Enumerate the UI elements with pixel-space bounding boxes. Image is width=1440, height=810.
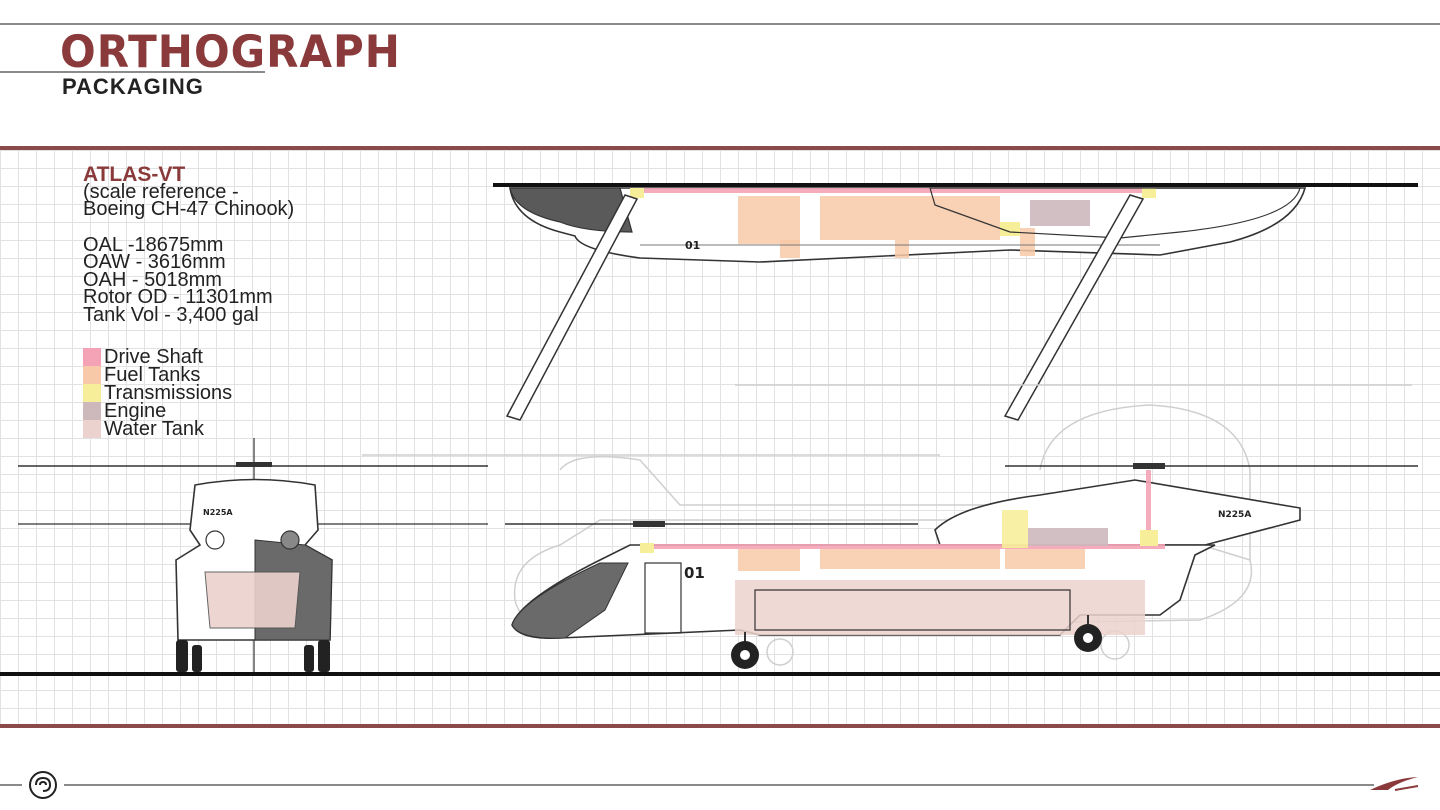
spec-oaw: OAW - 3616mm bbox=[83, 251, 226, 273]
legend-label: Fuel Tanks bbox=[104, 363, 201, 386]
scale-note-1: (scale reference - bbox=[83, 180, 239, 203]
side-view: 01 N225A bbox=[505, 463, 1418, 669]
page-subtitle: PACKAGING bbox=[62, 74, 204, 99]
legend-label: Transmissions bbox=[104, 381, 233, 404]
legend-item-transmissions: Transmissions bbox=[83, 381, 233, 404]
legend-label: Water Tank bbox=[104, 417, 205, 440]
legend-swatch bbox=[83, 420, 101, 438]
ground-line bbox=[0, 672, 1440, 676]
legend-item-engine: Engine bbox=[83, 399, 232, 422]
aircraft-name: ATLAS-VT bbox=[83, 163, 186, 186]
top-view: 01 bbox=[493, 183, 1418, 421]
footer-rule bbox=[64, 784, 1374, 786]
spec-block: ATLAS-VT (scale reference - Boeing CH-47… bbox=[83, 163, 295, 326]
spec-oal: OAL -18675mm bbox=[83, 233, 224, 256]
scale-note-2: Boeing CH-47 Chinook) bbox=[83, 198, 295, 220]
spec-tank-vol: Tank Vol - 3,400 gal bbox=[83, 303, 259, 326]
side-number: 01 bbox=[684, 564, 705, 582]
title-underline bbox=[0, 71, 265, 73]
legend-item-fuel-tanks: Fuel Tanks bbox=[83, 363, 232, 386]
legend-swatch bbox=[83, 384, 101, 402]
footer-rule-left bbox=[0, 784, 22, 786]
legend: Drive Shaft Fuel Tanks Transmissions Eng… bbox=[83, 345, 233, 440]
swoosh-logo-icon bbox=[1370, 777, 1419, 791]
page-title: ORTHOGRAPH bbox=[60, 26, 401, 78]
legend-swatch bbox=[83, 366, 101, 384]
top-view-number: 01 bbox=[685, 239, 700, 252]
spec-rotor-od: Rotor OD - 11301mm bbox=[83, 286, 273, 308]
front-view: N225A bbox=[18, 438, 488, 672]
legend-label: Drive Shaft bbox=[104, 345, 203, 368]
legend-item-water-tank: Water Tank bbox=[83, 417, 232, 440]
legend-swatch bbox=[83, 402, 101, 420]
side-registration: N225A bbox=[1218, 510, 1251, 520]
spiral-logo-icon bbox=[29, 771, 57, 799]
legend-item-drive-shaft: Drive Shaft bbox=[83, 345, 232, 368]
legend-label: Engine bbox=[104, 399, 167, 422]
legend-swatch bbox=[83, 348, 101, 366]
spec-oah: OAH - 5018mm bbox=[83, 268, 222, 291]
top-rule bbox=[0, 23, 1440, 25]
front-registration: N225A bbox=[203, 508, 233, 517]
